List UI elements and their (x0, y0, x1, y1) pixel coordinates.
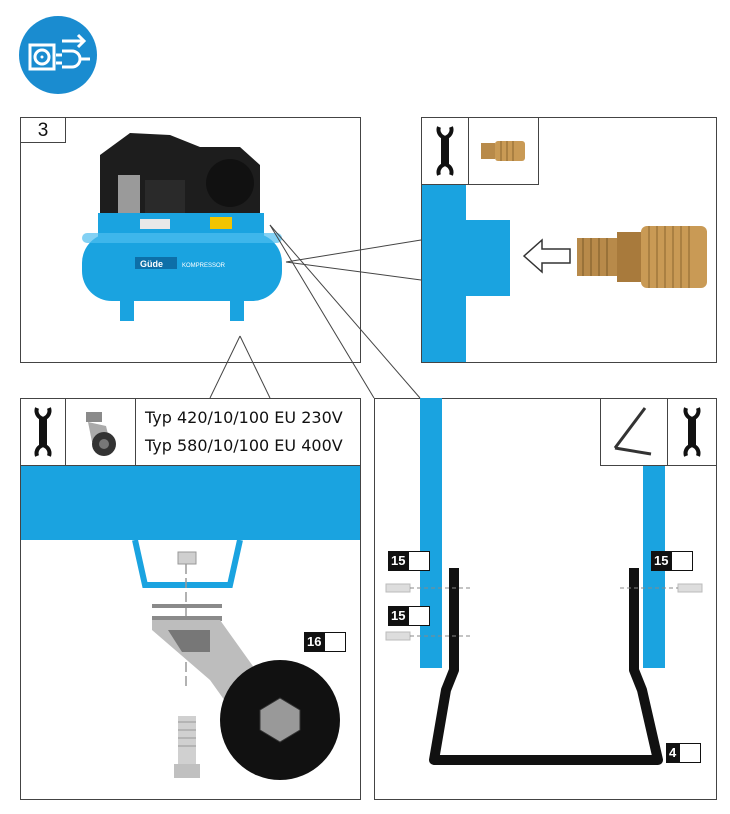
step-number: 3 (20, 117, 66, 143)
wrench-icon (421, 117, 469, 185)
part-badge-16: 16 (304, 632, 347, 652)
parts-bag-icon (408, 551, 431, 571)
compressor-illustration: Güde KOMPRESSOR (70, 125, 285, 325)
insert-arrow-icon (522, 238, 572, 274)
blue-foot-left (420, 398, 442, 668)
parts-bag-icon (679, 743, 702, 763)
caster-wheel-icon (66, 398, 136, 466)
frame-illustration (380, 560, 710, 770)
wrench-icon (668, 398, 717, 466)
caster-type-line-1: Typ 420/10/100 EU 230V (145, 408, 343, 427)
allen-key-icon (600, 398, 668, 466)
blue-outlet-block (466, 220, 510, 296)
part-badge-15-right: 15 (651, 551, 694, 571)
part-badge-15-top-left: 15 (388, 551, 431, 571)
blue-tank-section (422, 185, 466, 362)
parts-bag-icon (671, 551, 694, 571)
model-label: KOMPRESSOR (182, 263, 226, 269)
coupling-part-illustration (575, 218, 710, 296)
coupling-icon (469, 117, 539, 185)
parts-bag-icon (408, 606, 431, 626)
unplug-power-icon (18, 15, 98, 95)
parts-bag-icon (324, 632, 347, 652)
blue-tank-strip (21, 466, 360, 540)
part-badge-15-mid-left: 15 (388, 606, 431, 626)
caster-type-line-2: Typ 580/10/100 EU 400V (145, 436, 343, 455)
part-badge-4: 4 (666, 743, 702, 763)
brand-label: Güde (140, 259, 163, 269)
wrench-icon (20, 398, 66, 466)
caster-types-box (136, 398, 361, 466)
caster-assembly-illustration (120, 539, 340, 790)
